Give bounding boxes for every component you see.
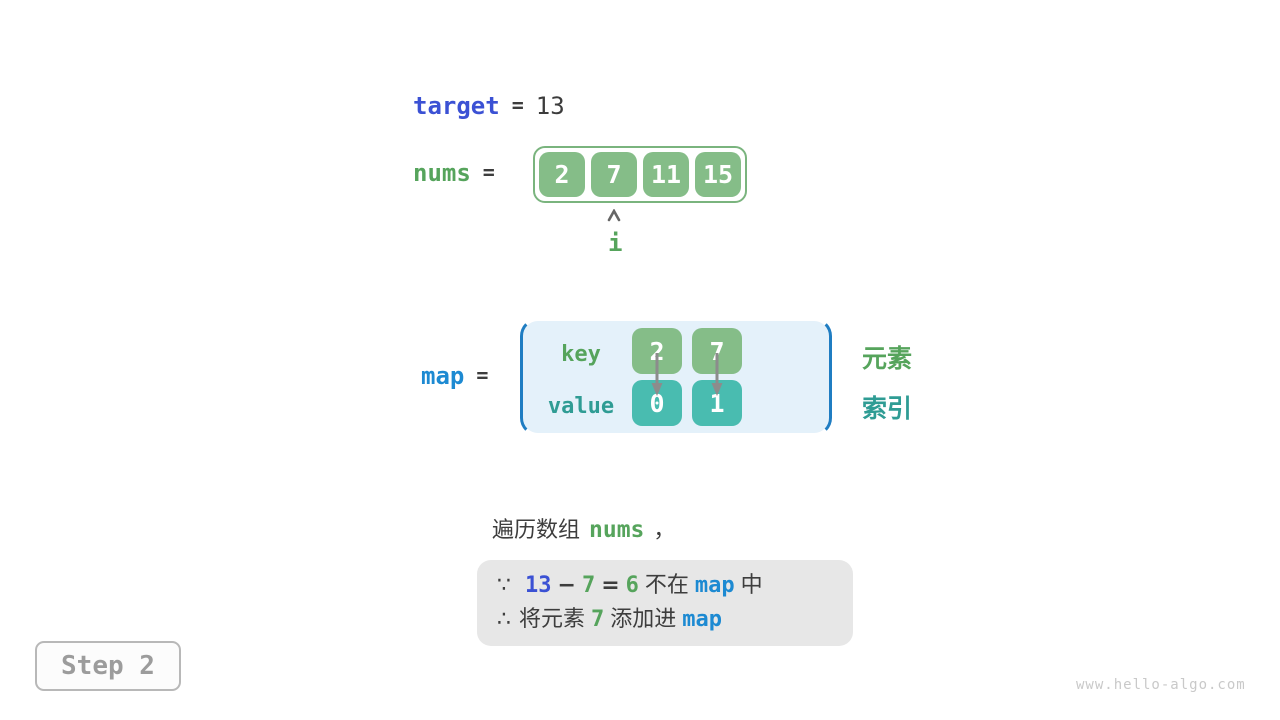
caption-prefix: 遍历数组 [492, 518, 581, 543]
array-cell: 7 [591, 152, 637, 197]
map-value-cell: 0 [632, 380, 682, 426]
value-row-label: value [547, 394, 615, 419]
array-cell: 15 [695, 152, 741, 197]
array-cell: 2 [539, 152, 585, 197]
watermark: www.hello-algo.com [1076, 677, 1246, 693]
because-sign: ∵ [497, 573, 511, 598]
not-in-text: 不在 [644, 573, 689, 598]
map-token: map [682, 607, 723, 632]
index-side-label: 索引 [862, 394, 913, 423]
map-value-cell: 1 [692, 380, 742, 426]
hash-map-box: key value 2 7 0 1 [520, 318, 832, 436]
equals-sign: = [482, 160, 495, 184]
map-variable: map [421, 362, 465, 390]
equals-sign: = [476, 363, 489, 387]
therefore-sign: ∴ [497, 607, 511, 632]
key-to-value-arrow-icon [651, 353, 663, 396]
nums-array: 2 7 11 15 [533, 146, 747, 203]
nums-label: nums = [413, 159, 507, 187]
map-value-value: 0 [632, 380, 682, 426]
element-side-label: 元素 [862, 344, 913, 373]
array-cell: 11 [643, 152, 689, 197]
index-pointer-caret-icon [607, 209, 621, 222]
caption-nums-variable: nums [589, 517, 645, 543]
add-prefix-text: 将元素 [519, 607, 586, 632]
equals-sign: = [601, 573, 620, 598]
in-suffix-text: 中 [740, 573, 763, 598]
added-number: 7 [591, 607, 605, 632]
minus-sign: − [557, 573, 576, 598]
equals-sign: = [511, 93, 524, 117]
nums-variable: nums [413, 159, 471, 187]
target-variable: target [413, 92, 500, 120]
map-value-value: 1 [692, 380, 742, 426]
map-token: map [694, 573, 735, 598]
index-pointer-label: i [608, 229, 623, 257]
caption-line: 遍历数组 nums ， [492, 512, 675, 544]
target-number: 13 [525, 573, 552, 598]
add-action-text: 添加进 [610, 607, 677, 632]
target-row: target = 13 [413, 92, 565, 120]
map-label: map = [421, 362, 500, 390]
target-value: 13 [535, 92, 565, 120]
key-to-value-arrow-icon [711, 353, 723, 396]
difference-number: 6 [625, 573, 639, 598]
current-number: 7 [581, 573, 596, 598]
caption-comma: ， [653, 518, 676, 543]
step-badge: Step 2 [35, 641, 181, 691]
key-row-label: key [561, 342, 601, 367]
